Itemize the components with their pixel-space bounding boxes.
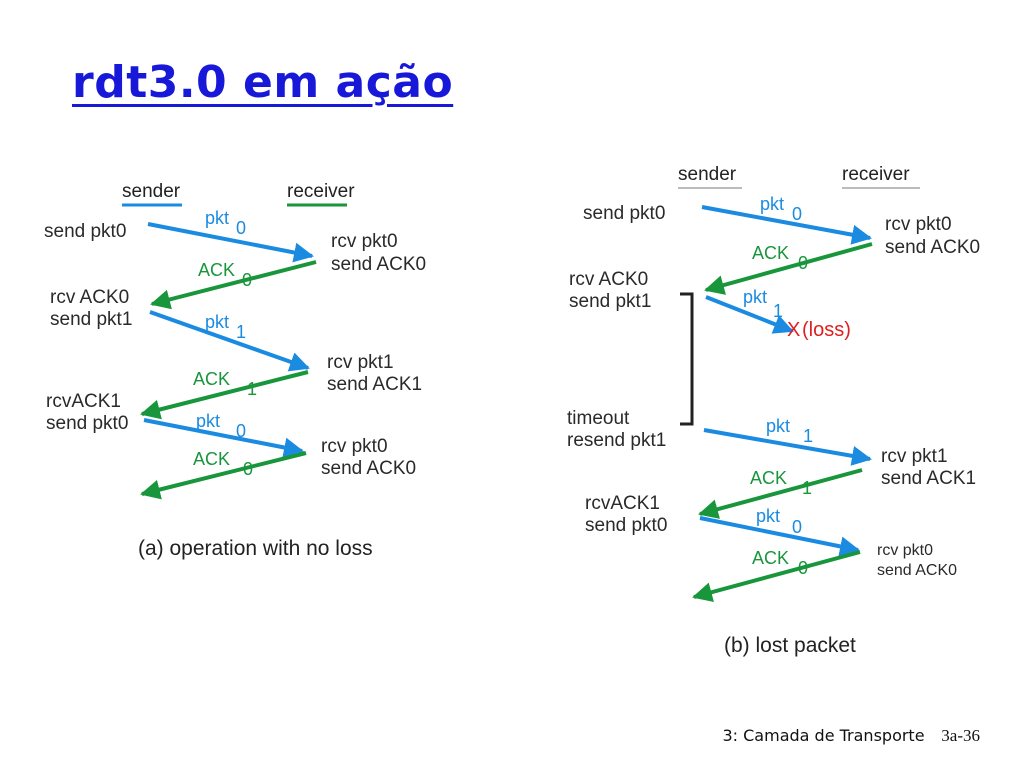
left-sender-event: rcv ACK0 [50, 287, 129, 308]
right-receiver-event: send ACK1 [881, 468, 976, 489]
left-ack-arrow [140, 451, 307, 500]
left-sender-event: rcvACK1 [46, 391, 121, 412]
timeout-bracket [680, 292, 694, 426]
right-ack-seq: 0 [798, 558, 808, 578]
left-packet-label: pkt [205, 312, 229, 332]
right-ack-seq: 0 [798, 253, 808, 273]
loss-label: (loss) [802, 319, 851, 341]
right-packet-arrow [699, 516, 860, 557]
right-sender-event: rcvACK1 [585, 493, 660, 514]
right-ack-arrow [704, 242, 873, 295]
left-packet-seq: 0 [236, 421, 246, 441]
left-sender-event: send pkt0 [46, 413, 128, 434]
right-receiver-header: receiver [842, 164, 910, 185]
right-sender-event: resend pkt1 [567, 430, 666, 451]
right-sender-event: send pkt1 [569, 291, 651, 312]
left-ack-seq: 0 [243, 459, 253, 479]
left-packet-seq: 0 [236, 218, 246, 238]
right-ack-seq: 1 [802, 478, 812, 498]
right-packet-arrow-lost [705, 295, 794, 334]
right-sender-event: send pkt0 [585, 515, 667, 536]
right-sender-event: rcv ACK0 [569, 269, 648, 290]
right-ack-arrow [692, 550, 861, 602]
slide-title: rdt3.0 em ação [72, 57, 454, 108]
right-receiver-event: rcv pkt0 [885, 214, 952, 235]
left-packet-arrow [147, 222, 314, 263]
left-receiver-event: rcv pkt0 [321, 436, 388, 457]
right-packet-seq: 0 [792, 204, 802, 224]
loss-marker: X [787, 319, 800, 341]
left-ack-seq: 1 [247, 379, 257, 399]
left-receiver-event: send ACK0 [321, 458, 416, 479]
slide-footer: 3: Camada de Transporte 3a-36 [722, 726, 980, 746]
left-packet-label: pkt [205, 208, 229, 228]
left-packet-seq: 1 [236, 322, 246, 342]
right-ack-label: ACK [752, 243, 789, 263]
right-ack-arrow [698, 468, 863, 519]
right-sender-event: send pkt0 [583, 203, 665, 224]
right-packet-label: pkt [766, 416, 790, 436]
left-ack-arrow [150, 260, 317, 310]
right-receiver-event: rcv pkt0 [877, 542, 933, 559]
right-receiver-event: send ACK0 [877, 562, 957, 579]
left-ack-label: ACK [193, 369, 230, 389]
right-sender-header: sender [678, 164, 737, 185]
right-sender-event: timeout [567, 408, 630, 429]
left-receiver-header: receiver [287, 181, 355, 202]
left-caption: (a) operation with no loss [138, 537, 373, 560]
left-receiver-event: rcv pkt0 [331, 231, 398, 252]
left-packet-arrow [143, 418, 304, 458]
right-packet-seq: 0 [792, 517, 802, 537]
left-ack-seq: 0 [242, 270, 252, 290]
left-receiver-event: send ACK0 [331, 254, 426, 275]
right-ack-label: ACK [750, 468, 787, 488]
right-caption: (b) lost packet [724, 634, 856, 657]
right-packet-label: pkt [743, 287, 767, 307]
left-receiver-event: rcv pkt1 [327, 352, 394, 373]
right-packet-label: pkt [760, 194, 784, 214]
right-packet-arrow [701, 205, 872, 245]
left-ack-label: ACK [193, 449, 230, 469]
left-sender-event: send pkt0 [44, 221, 126, 242]
panel-no-loss: sender receiver send pkt0 rcv ACK0 send … [44, 181, 426, 560]
left-sender-header: sender [122, 181, 181, 202]
footer-chapter: 3: Camada de Transporte [722, 726, 925, 745]
left-ack-arrow [140, 370, 309, 420]
right-packet-arrow [703, 428, 872, 466]
left-ack-label: ACK [198, 260, 235, 280]
right-receiver-event: send ACK0 [885, 237, 980, 258]
right-ack-label: ACK [752, 548, 789, 568]
left-receiver-event: send ACK1 [327, 374, 422, 395]
left-sender-event: send pkt1 [50, 309, 132, 330]
right-packet-seq: 1 [773, 301, 783, 321]
left-packet-arrow [149, 310, 310, 372]
footer-page-number: 3a-36 [941, 726, 980, 745]
panel-lost-packet: sender receiver send pkt0 rcv ACK0 send … [567, 164, 980, 657]
right-receiver-event: rcv pkt1 [881, 446, 948, 467]
left-packet-label: pkt [196, 411, 220, 431]
right-packet-label: pkt [756, 506, 780, 526]
right-packet-seq: 1 [803, 426, 813, 446]
